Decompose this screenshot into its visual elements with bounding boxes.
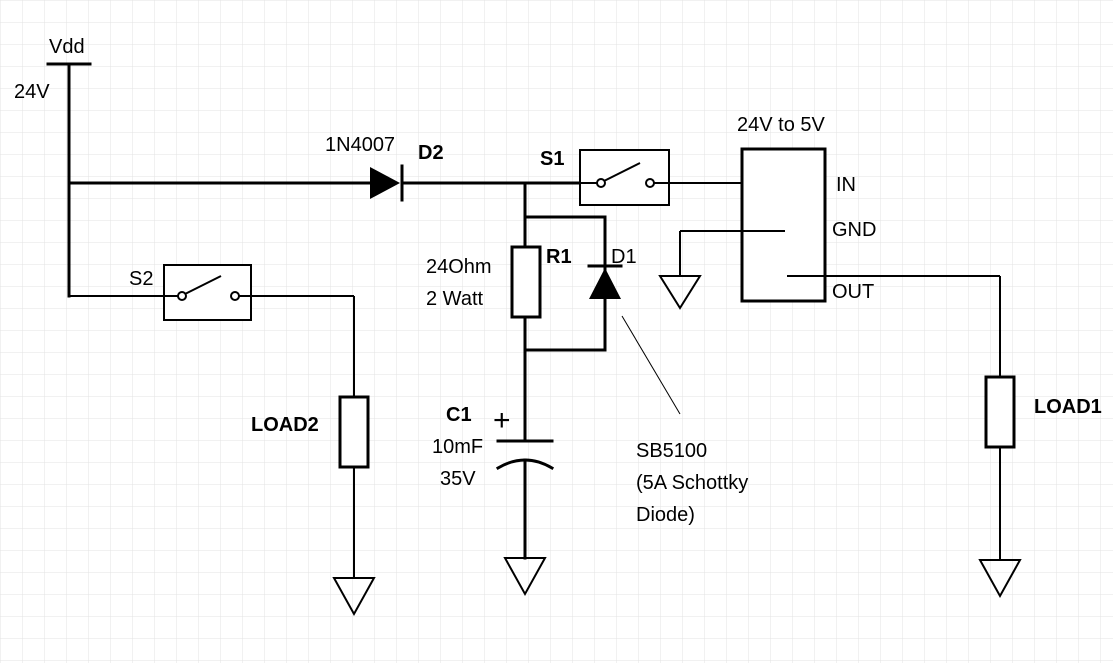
c1-polarity-mark: + xyxy=(493,404,511,437)
supply-voltage-label: 24V xyxy=(14,81,50,103)
regulator-title: 24V to 5V xyxy=(737,114,826,136)
d1-diode xyxy=(587,264,623,299)
c1-ref-label: C1 xyxy=(446,404,472,426)
regulator-box xyxy=(740,147,1000,303)
d2-diode xyxy=(370,164,404,202)
vdd-label: Vdd xyxy=(49,36,85,58)
r1-resistor xyxy=(510,245,542,319)
regulator-pin-in: IN xyxy=(836,174,856,196)
load2-label: LOAD2 xyxy=(251,414,319,436)
d1-ref-label: D1 xyxy=(611,246,637,268)
vdd-supply xyxy=(46,62,92,298)
d2-part-label: 1N4007 xyxy=(325,134,395,156)
r1-ref-label: R1 xyxy=(546,246,572,268)
d1-part-label: SB5100 xyxy=(636,440,707,462)
r1-value-label: 24Ohm xyxy=(426,256,492,278)
s2-ref-label: S2 xyxy=(129,268,153,290)
load2-resistor xyxy=(332,296,376,617)
r1-power-label: 2 Watt xyxy=(426,288,483,310)
regulator-pin-out: OUT xyxy=(832,281,874,303)
load1-resistor xyxy=(978,276,1022,599)
regulator-pin-gnd: GND xyxy=(832,219,876,241)
d2-ref-label: D2 xyxy=(418,142,444,164)
d1-leader-line xyxy=(621,315,681,415)
d1-desc-line2: Diode) xyxy=(636,504,695,526)
s1-ref-label: S1 xyxy=(540,148,564,170)
c1-value-label: 10mF xyxy=(432,436,483,458)
c1-voltage-label: 35V xyxy=(440,468,476,490)
d1-desc-line1: (5A Schottky xyxy=(636,472,748,494)
load1-label: LOAD1 xyxy=(1034,396,1102,418)
s1-switch xyxy=(579,149,670,206)
c1-capacitor xyxy=(495,439,555,597)
s2-switch xyxy=(69,264,354,321)
regulator-gnd-wire xyxy=(658,230,785,310)
